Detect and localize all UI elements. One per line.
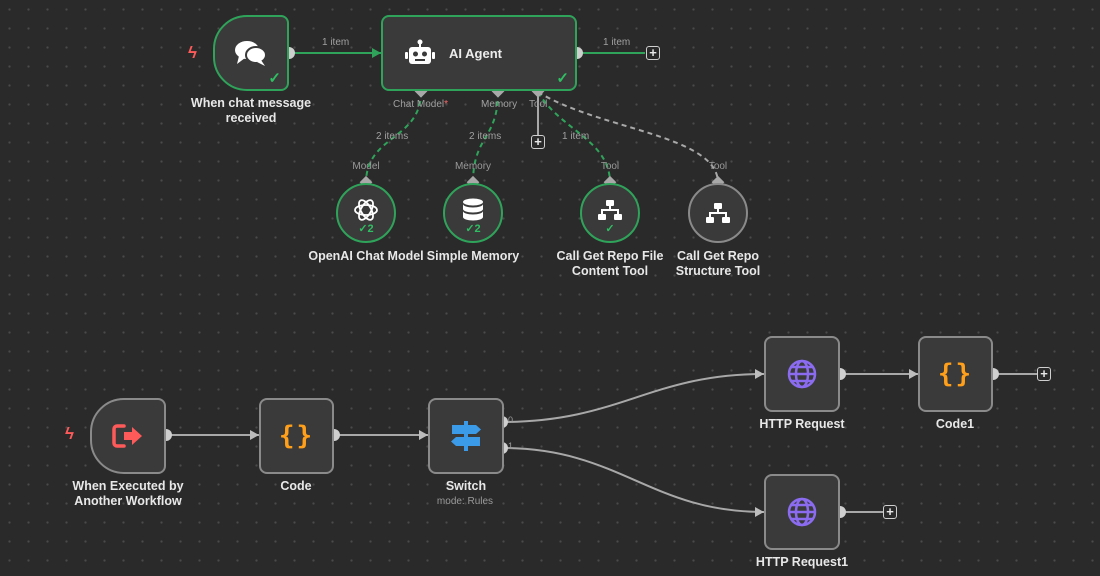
input-arrow	[372, 48, 381, 58]
curly-braces-icon: {}	[937, 359, 974, 389]
wire-model-link	[365, 91, 422, 184]
input-arrow	[755, 507, 764, 517]
openai-icon	[354, 199, 378, 221]
port-label-chat-model: Chat Model*	[393, 99, 449, 110]
http-request1-node[interactable]	[764, 474, 840, 550]
wire-switch-to-http1	[501, 447, 765, 513]
subnode-port-label: Tool	[708, 161, 728, 172]
connection-count: 1 item	[603, 37, 631, 48]
chat-trigger-label: When chat message received	[190, 96, 312, 125]
switch-output-0-label: 0	[508, 415, 514, 425]
http-request-label: HTTP Request	[759, 417, 845, 431]
port-label-memory: Memory	[481, 99, 518, 110]
wire-switch-to-http	[501, 373, 765, 423]
input-arrow	[419, 430, 428, 440]
code-node[interactable]: {}	[259, 398, 334, 474]
globe-icon	[787, 359, 817, 389]
wire-tool-link-2	[537, 91, 719, 184]
call-get-repo-file-content-tool-label: Call Get Repo File Content Tool	[556, 249, 664, 278]
success-check-icon: ✓	[556, 70, 569, 87]
connection-count: 2 items	[376, 131, 409, 142]
subnode-port-label: Model	[352, 161, 380, 172]
chat-trigger-node[interactable]: ✓	[213, 15, 289, 91]
add-node-button[interactable]: +	[1037, 367, 1051, 381]
subnode-port-label: Tool	[600, 161, 620, 172]
wire-memory-link	[472, 91, 499, 184]
ai-agent-node[interactable]: AI Agent ✓	[381, 15, 577, 91]
input-arrow	[250, 430, 259, 440]
simple-memory-label: Simple Memory	[426, 249, 520, 263]
chat-bubbles-icon	[235, 41, 267, 66]
trigger-bolt-icon: ϟ	[65, 424, 74, 443]
simple-memory-node[interactable]: ✓2	[443, 183, 503, 243]
openai-chat-model-label: OpenAI Chat Model	[308, 249, 424, 263]
input-arrow	[755, 369, 764, 379]
database-icon	[463, 198, 483, 221]
input-arrow	[909, 369, 918, 379]
add-tool-button[interactable]: +	[531, 135, 545, 149]
execute-workflow-trigger-node[interactable]	[90, 398, 166, 474]
trigger-bolt-icon: ϟ	[188, 43, 197, 62]
ai-agent-title: AI Agent	[449, 46, 502, 61]
sitemap-icon	[598, 200, 622, 220]
switch-node[interactable]	[428, 398, 504, 474]
openai-chat-model-node[interactable]: ✓2	[336, 183, 396, 243]
execute-workflow-trigger-label: When Executed by Another Workflow	[72, 479, 184, 508]
call-get-repo-structure-tool-node[interactable]	[688, 183, 748, 243]
sitemap-icon	[706, 203, 730, 223]
http-request-node[interactable]	[764, 336, 840, 412]
switch-mode-label: mode: Rules	[436, 496, 494, 507]
connection-count: 1 item	[322, 37, 350, 48]
port-label-tool: Tool	[529, 99, 548, 110]
robot-icon	[405, 39, 435, 64]
code1-label: Code1	[935, 417, 975, 431]
add-node-button[interactable]: +	[646, 46, 660, 60]
call-get-repo-structure-tool-label: Call Get Repo Structure Tool	[675, 249, 761, 278]
success-check-icon: ✓	[268, 70, 281, 87]
connection-count: 1 item	[562, 131, 590, 142]
call-get-repo-file-content-tool-node[interactable]: ✓	[580, 183, 640, 243]
signpost-icon	[451, 421, 481, 451]
subnode-port-label: Memory	[454, 161, 492, 172]
curly-braces-icon: {}	[278, 421, 315, 451]
connection-count: 2 items	[469, 131, 502, 142]
run-count-badge: ✓2	[465, 223, 481, 235]
sign-out-icon	[112, 424, 142, 448]
code1-node[interactable]: {}	[918, 336, 993, 412]
globe-icon	[787, 497, 817, 527]
switch-output-1-label: 1	[508, 441, 514, 451]
add-node-button[interactable]: +	[883, 505, 897, 519]
success-check-icon: ✓	[605, 223, 615, 235]
run-count-badge: ✓2	[358, 223, 374, 235]
switch-label: Switch	[445, 479, 487, 493]
http-request1-label: HTTP Request1	[755, 555, 849, 569]
code-label: Code	[280, 479, 312, 493]
